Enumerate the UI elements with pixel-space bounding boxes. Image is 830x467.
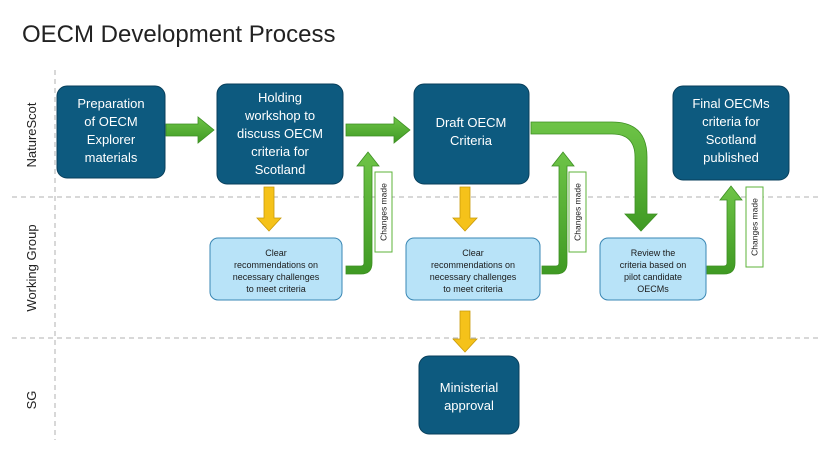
box-final-published: Final OECMs criteria for Scotland publis… (672, 85, 790, 181)
box-draft-criteria: Draft OECM Criteria (413, 83, 530, 185)
svg-text:published: published (703, 150, 759, 165)
lane-dividers (12, 70, 820, 440)
svg-text:pilot candidate: pilot candidate (624, 272, 682, 282)
svg-text:Preparation: Preparation (77, 96, 144, 111)
svg-text:Draft OECM: Draft OECM (436, 115, 507, 130)
svg-text:criteria for: criteria for (251, 144, 309, 159)
svg-text:Clear: Clear (462, 248, 484, 258)
svg-text:materials: materials (85, 150, 138, 165)
svg-text:of OECM: of OECM (84, 114, 137, 129)
svg-text:Scotland: Scotland (706, 132, 757, 147)
svg-text:criteria for: criteria for (702, 114, 760, 129)
svg-text:recommendations on: recommendations on (431, 260, 515, 270)
box-recommendations-1: Clear recommendations on necessary chall… (209, 237, 343, 301)
arrow-prep-to-workshop (165, 116, 215, 144)
svg-text:Scotland: Scotland (255, 162, 306, 177)
svg-text:recommendations on: recommendations on (234, 260, 318, 270)
box-recommendations-2: Clear recommendations on necessary chall… (405, 237, 541, 301)
svg-text:discuss OECM: discuss OECM (237, 126, 323, 141)
svg-text:criteria based on: criteria based on (620, 260, 687, 270)
arrow-rec2-to-minister (452, 310, 478, 353)
svg-text:Holding: Holding (258, 90, 302, 105)
svg-text:Ministerial: Ministerial (440, 380, 499, 395)
arrow-draft-to-rec2 (452, 186, 478, 232)
changes-made-label-2: Changes made (568, 171, 587, 253)
svg-text:to meet criteria: to meet criteria (246, 284, 306, 294)
lane-label-sg: SG (24, 391, 39, 410)
lane-label-working-group: Working Group (24, 224, 39, 311)
box-ministerial-approval: Ministerial approval (418, 355, 520, 435)
svg-text:to meet criteria: to meet criteria (443, 284, 503, 294)
svg-text:Clear: Clear (265, 248, 287, 258)
box-workshop: Holding workshop to discuss OECM criteri… (216, 83, 344, 185)
svg-text:OECMs: OECMs (637, 284, 669, 294)
svg-text:Changes made: Changes made (379, 183, 389, 241)
svg-text:Review the: Review the (631, 248, 676, 258)
svg-text:Criteria: Criteria (450, 133, 493, 148)
arrow-changes-to-workshop (345, 151, 380, 275)
svg-text:workshop to: workshop to (244, 108, 315, 123)
arrow-changes-to-final (706, 185, 743, 275)
lane-label-naturescot: NatureScot (24, 102, 39, 167)
box-preparation: Preparation of OECM Explorer materials (56, 85, 166, 179)
svg-text:Final OECMs: Final OECMs (692, 96, 770, 111)
svg-text:necessary challenges: necessary challenges (233, 272, 320, 282)
changes-made-label-3: Changes made (745, 186, 764, 268)
svg-text:approval: approval (444, 398, 494, 413)
svg-text:Changes made: Changes made (750, 198, 760, 256)
changes-made-label-1: Changes made (374, 171, 393, 253)
arrow-workshop-to-rec1 (256, 186, 282, 232)
arrow-draft-to-review (530, 121, 658, 232)
svg-text:necessary challenges: necessary challenges (430, 272, 517, 282)
svg-text:Changes made: Changes made (573, 183, 583, 241)
arrow-workshop-to-draft (345, 116, 411, 144)
diagram-title: OECM Development Process (22, 21, 335, 48)
arrow-changes-to-draft (541, 151, 575, 275)
box-review-criteria: Review the criteria based on pilot candi… (599, 237, 707, 301)
svg-text:Explorer: Explorer (87, 132, 136, 147)
